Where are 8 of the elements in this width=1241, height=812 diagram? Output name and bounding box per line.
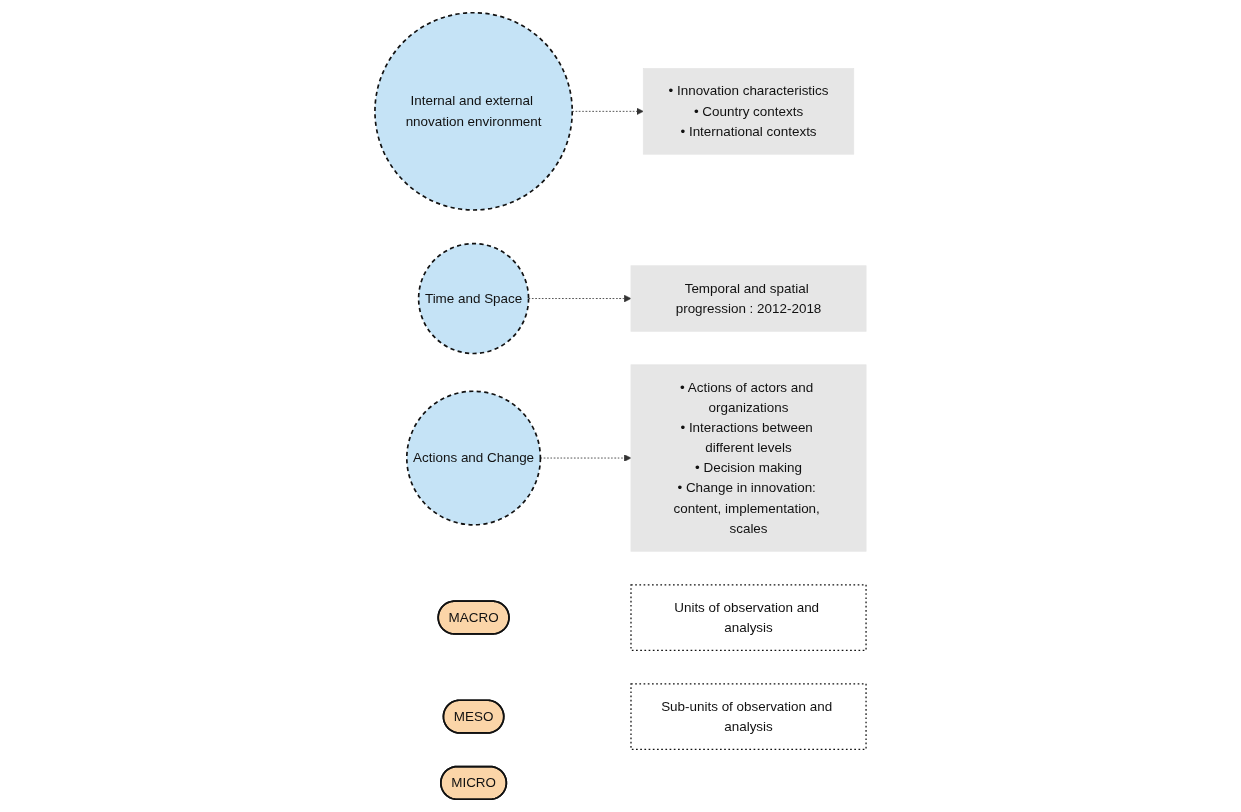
node-circle: Internal and external nnovation environment [374, 11, 574, 211]
node-box: Sub-units of observation and analysis [630, 683, 867, 750]
node-circle: Time and Space [417, 242, 530, 355]
node-circle: Actions and Change [405, 390, 542, 526]
node-box: • Innovation characteristics • Country contexts • International contexts [642, 68, 855, 155]
node-box: Units of observation and analysis [630, 584, 867, 651]
node-box: • Actions of actors and organizations • Interactions between different levels • Decision making • Change in innovation: content, implementation, scales [630, 364, 867, 552]
node-box: Temporal and spatial progression : 2012-2018 [630, 265, 867, 332]
